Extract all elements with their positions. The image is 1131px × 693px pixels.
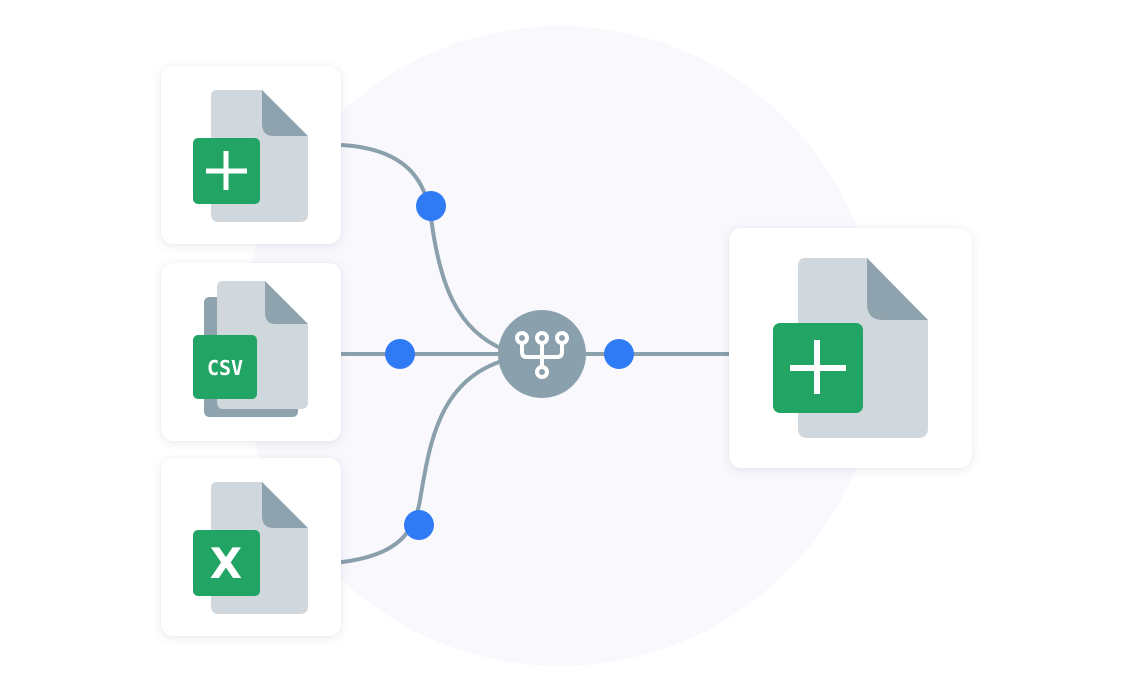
merge-tree-icon (515, 331, 569, 379)
input-card-sheets[interactable] (161, 66, 341, 244)
csv-label: CSV (207, 356, 243, 380)
input-card-csv[interactable]: CSV (161, 263, 341, 441)
wire-excel-to-hub (340, 358, 507, 564)
input-card-excel[interactable]: X (161, 458, 341, 636)
output-card-sheets[interactable] (729, 228, 972, 468)
plus-icon (206, 151, 247, 190)
csv-badge: CSV (193, 335, 257, 399)
excel-badge: X (193, 530, 260, 596)
sheets-badge (193, 138, 260, 204)
wire-sheets-to-hub (340, 143, 507, 352)
sheets-badge (773, 323, 863, 413)
connector-dot-csv[interactable] (385, 339, 415, 369)
connector-dot-sheets[interactable] (416, 191, 446, 221)
plus-icon (790, 340, 846, 394)
connector-dot-excel[interactable] (404, 510, 434, 540)
connector-dot-output[interactable] (604, 339, 634, 369)
x-letter-icon: X (210, 539, 242, 588)
merge-hub[interactable] (498, 310, 586, 398)
